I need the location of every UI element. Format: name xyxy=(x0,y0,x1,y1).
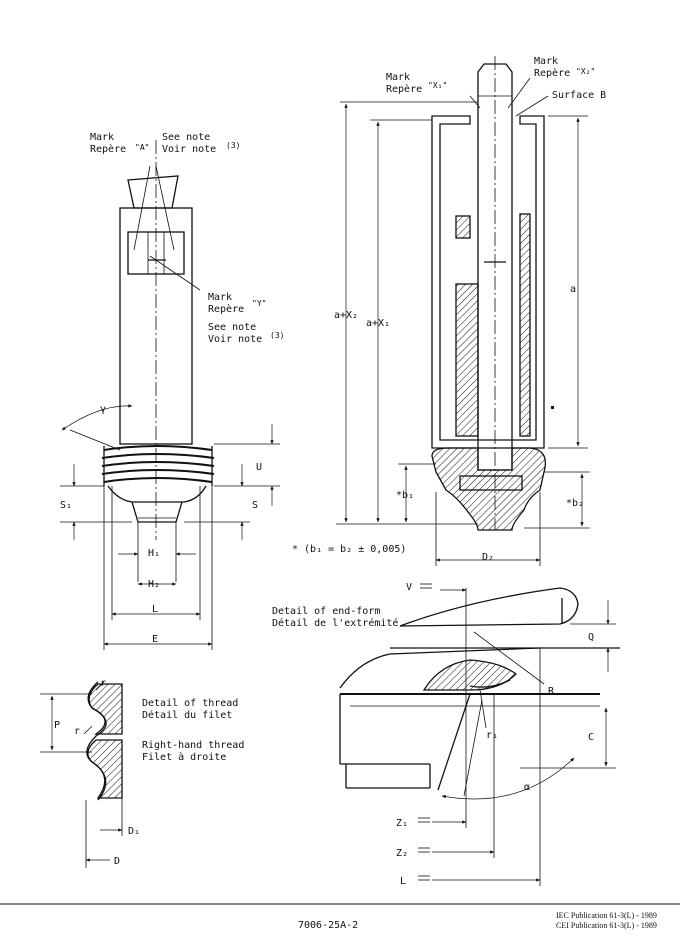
mark-a-note-ref: (3) xyxy=(226,141,240,150)
dim-s: S xyxy=(252,500,258,511)
thread-detail-drawing xyxy=(40,681,123,868)
mark-x2-label: Mark xyxy=(534,56,558,67)
base-thread xyxy=(101,445,215,486)
mark-a-note-fr: Voir note xyxy=(162,144,216,155)
surface-b-label: Surface B xyxy=(552,90,606,101)
dim-b1: *b₁ xyxy=(396,490,414,501)
mark-y-note-ref: (3) xyxy=(270,331,284,340)
dim-h1: H₁ xyxy=(148,548,160,559)
thread-d1: D₁ xyxy=(128,826,140,837)
mark-y-note-fr: Voir note xyxy=(208,334,262,345)
dim-b2: *b₂ xyxy=(566,498,584,509)
end-q: Q xyxy=(588,632,594,643)
thread-d: D xyxy=(114,856,120,867)
end-alpha: α xyxy=(524,782,530,793)
mark-y-note: See note xyxy=(208,322,256,333)
dim-d2: D₂ xyxy=(482,552,494,563)
end-form-detail-drawing xyxy=(339,583,620,886)
thread-p: P xyxy=(54,720,60,731)
tolerance-note: * (b₁ = b₂ ± 0,005) xyxy=(292,544,406,555)
thread-detail-title-fr: Détail du filet xyxy=(142,709,232,721)
end-form-title-en: Detail of end-form xyxy=(272,606,380,617)
end-r: R xyxy=(548,686,555,697)
mark-a-label-fr: Repère xyxy=(90,143,126,155)
dim-a: a xyxy=(570,284,576,295)
thread-hand-en: Right-hand thread xyxy=(142,740,244,751)
end-z1: Z₁ xyxy=(396,818,408,829)
mark-x1-label: Mark xyxy=(386,72,410,83)
end-l: L xyxy=(400,876,406,887)
thread-r-top: r xyxy=(100,678,106,689)
mark-x1-label-fr: Repère xyxy=(386,83,422,95)
mark-y-label: Mark xyxy=(208,292,232,303)
end-z2: Z₂ xyxy=(396,848,408,859)
mark-y-label-fr: Repère xyxy=(208,303,244,315)
dim-l-left: L xyxy=(152,604,158,615)
thread-r-mid: r xyxy=(74,726,80,737)
right-part-drawing xyxy=(336,56,590,566)
mark-a-note: See note xyxy=(162,132,210,143)
mark-x2-label-fr: Repère xyxy=(534,67,570,79)
dim-u: U xyxy=(256,462,262,473)
dim-a-x1: a+X₁ xyxy=(366,318,390,329)
end-c: C xyxy=(588,732,594,743)
dim-a-x2: a+X₂ xyxy=(334,310,358,321)
end-form-title-fr: Détail de l'extrémité xyxy=(272,617,398,629)
publication-cei: CEI Publication 61-3(L) - 1989 xyxy=(556,921,657,930)
mark-x1-letter: "X₁" xyxy=(428,81,447,90)
mark-y-letter: "Y" xyxy=(252,299,266,308)
end-v: V xyxy=(406,582,412,593)
dim-h2: H₂ xyxy=(148,579,160,590)
drawing-number: 7006-25A-2 xyxy=(298,920,358,931)
end-r1: r₁ xyxy=(486,730,498,741)
publication-iec: IEC Publication 61-3(L) - 1989 xyxy=(556,911,657,920)
mark-x2-letter: "X₂" xyxy=(576,67,595,76)
mark-a-label: Mark xyxy=(90,132,114,143)
left-part-drawing xyxy=(60,140,280,650)
mark-a-letter: "A" xyxy=(135,143,149,152)
thread-detail-title-en: Detail of thread xyxy=(142,698,238,709)
dim-e: E xyxy=(152,634,158,645)
dim-gamma: γ xyxy=(100,404,106,415)
thread-hand-fr: Filet à droite xyxy=(142,751,226,763)
dim-s1: S₁ xyxy=(60,500,72,511)
